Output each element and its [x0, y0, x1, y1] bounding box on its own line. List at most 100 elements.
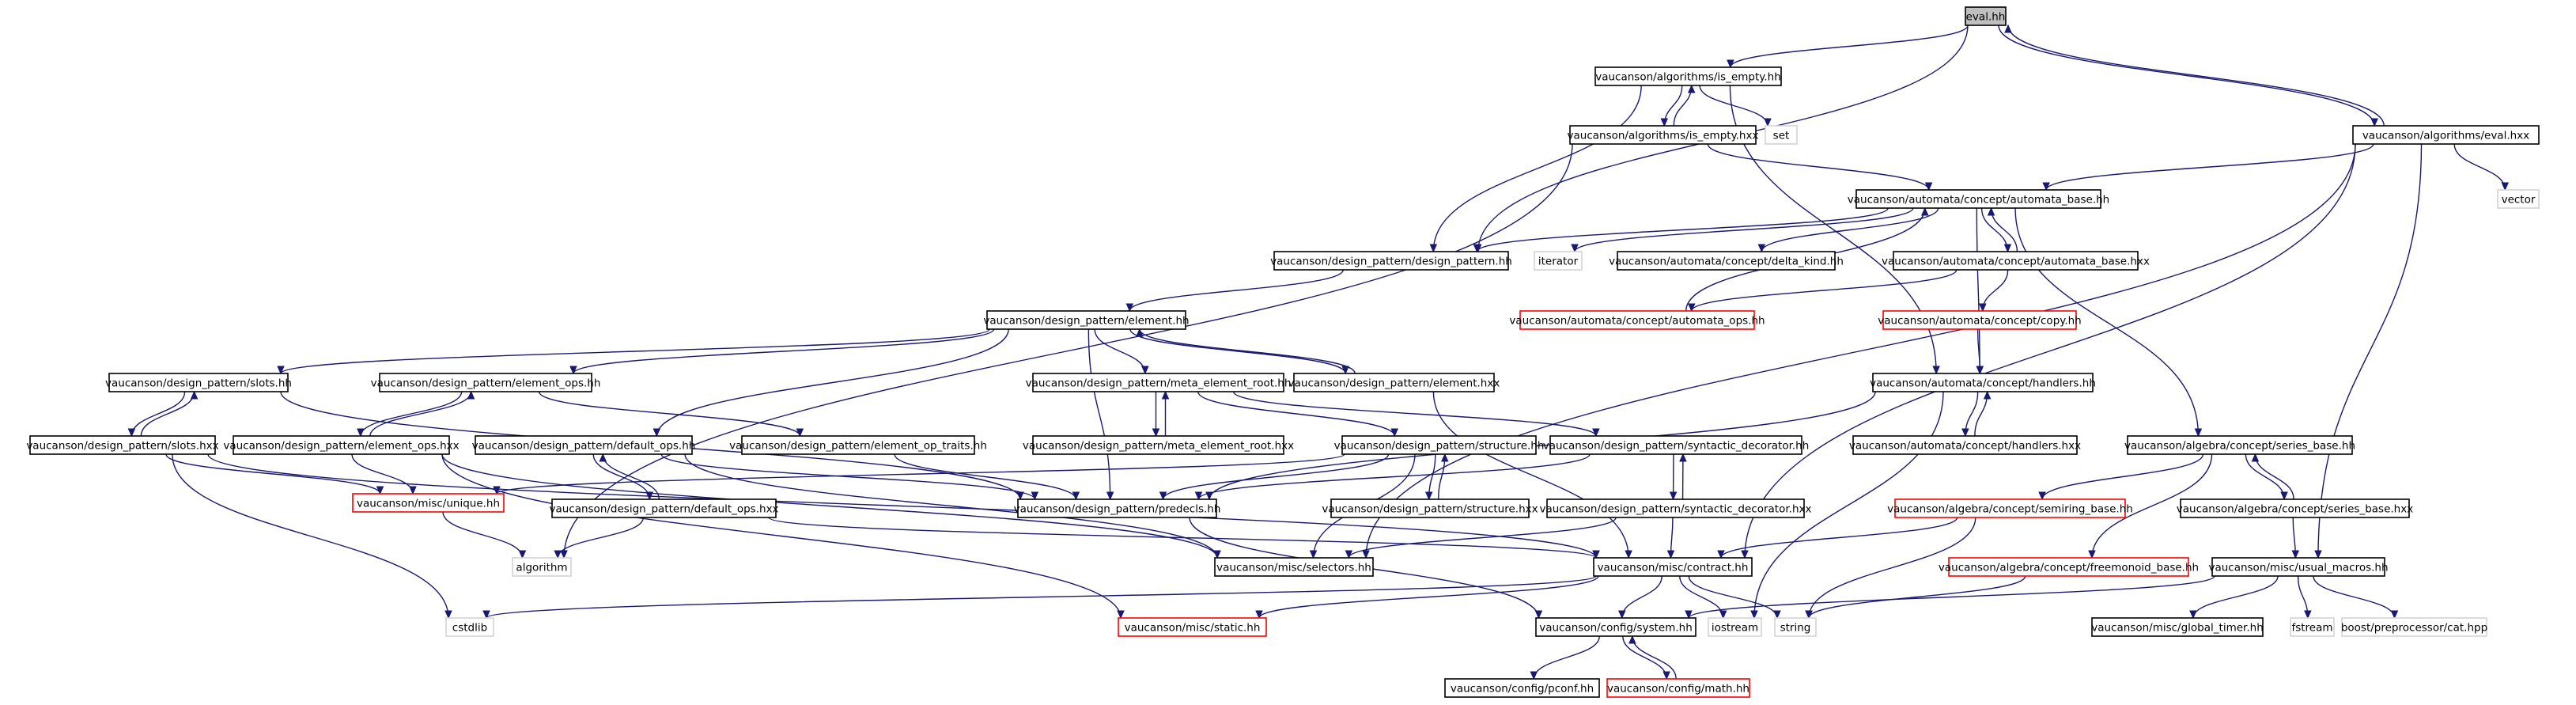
node-default-ops-hh[interactable]: vaucanson/design_pattern/default_ops.hh	[472, 435, 696, 455]
node-predecls-hh[interactable]: vaucanson/design_pattern/predecls.hh	[1014, 498, 1221, 518]
node-box	[741, 435, 975, 455]
node-box	[1519, 310, 1755, 330]
edge-arrowhead	[1016, 491, 1024, 501]
edge-arrowhead	[2251, 453, 2260, 462]
node-box	[1872, 373, 2094, 392]
node-fstream: fstream	[2290, 617, 2335, 637]
node-box	[2341, 617, 2487, 637]
edge-arrowhead	[1687, 84, 1696, 93]
node-label: vaucanson/algorithms/is_empty.hh	[1595, 71, 1781, 84]
edge-arrowhead	[1727, 59, 1734, 69]
node-slots-hh[interactable]: vaucanson/design_pattern/slots.hh	[105, 373, 292, 392]
node-unique-hh[interactable]: vaucanson/misc/unique.hh	[352, 493, 505, 513]
edge-arrowhead	[467, 390, 475, 400]
node-box	[551, 498, 777, 518]
node-structure-hh[interactable]: vaucanson/design_pattern/structure.hh	[1334, 435, 1545, 455]
node-automata-base-hxx[interactable]: vaucanson/automata/concept/automata_base…	[1882, 251, 2150, 271]
edge-semiring-base-hh-to-contract-hh	[1720, 517, 1958, 559]
node-is-empty-hxx[interactable]: vaucanson/algorithms/is_empty.hxx	[1568, 125, 1759, 145]
node-box	[2091, 617, 2264, 637]
node-handlers-hh[interactable]: vaucanson/automata/concept/handlers.hh	[1870, 373, 2096, 392]
edge-arrowhead	[796, 428, 804, 438]
edge-arrowhead	[1441, 453, 1449, 462]
edge-arrowhead	[2088, 550, 2096, 559]
edge-element-hh-to-slots-hh	[280, 328, 990, 374]
edge-arrowhead	[1741, 550, 1749, 559]
edge-element-ops-hxx-to-selectors-hh	[441, 453, 1218, 559]
edge-syntactic-decorator-hh-to-predecls-hh	[1197, 453, 1591, 500]
edge-arrowhead	[2042, 182, 2050, 191]
node-automata-ops-hh[interactable]: vaucanson/automata/concept/automata_ops.…	[1509, 310, 1765, 330]
node-math-hh[interactable]: vaucanson/config/math.hh	[1606, 678, 1750, 698]
edge-arrowhead	[1688, 303, 1696, 313]
node-copy-hh[interactable]: vaucanson/automata/concept/copy.hh	[1878, 310, 2082, 330]
node-is-empty-hh[interactable]: vaucanson/algorithms/is_empty.hh	[1594, 66, 1782, 86]
node-syntactic-decorator-hh[interactable]: vaucanson/design_pattern/syntactic_decor…	[1543, 435, 1810, 455]
node-box	[2290, 617, 2335, 637]
edge-arrowhead	[444, 610, 452, 620]
node-contract-hh[interactable]: vaucanson/misc/contract.hh	[1593, 557, 1753, 577]
node-global-timer-hh[interactable]: vaucanson/misc/global_timer.hh	[2091, 617, 2264, 637]
node-freemonoid-base-hh[interactable]: vaucanson/algebra/concept/freemonoid_bas…	[1939, 557, 2199, 577]
edge-element-hxx-to-contract-hh	[1432, 391, 1629, 559]
node-delta-kind-hh[interactable]: vaucanson/automata/concept/delta_kind.hh	[1609, 251, 1844, 271]
node-element-op-traits-hh[interactable]: vaucanson/design_pattern/element_op_trai…	[729, 435, 987, 455]
node-box	[1569, 125, 1757, 145]
node-static-hh[interactable]: vaucanson/misc/static.hh	[1118, 617, 1267, 637]
node-selectors-hh[interactable]: vaucanson/misc/selectors.hh	[1214, 557, 1374, 577]
node-element-hh[interactable]: vaucanson/design_pattern/element.hh	[983, 310, 1190, 330]
node-slots-hxx[interactable]: vaucanson/design_pattern/slots.hxx	[26, 435, 219, 455]
node-label: vaucanson/misc/contract.hh	[1598, 562, 1749, 574]
node-handlers-hxx[interactable]: vaucanson/automata/concept/handlers.hxx	[1849, 435, 2081, 455]
node-box	[108, 373, 289, 392]
edge-design-pattern-hh-to-element-hh	[1129, 269, 1344, 312]
node-meta-element-root-hh[interactable]: vaucanson/design_pattern/meta_element_ro…	[1026, 373, 1292, 392]
edge-is-empty-hxx-to-automata-base-hh	[1707, 143, 1930, 191]
node-usual-macros-hh[interactable]: vaucanson/misc/usual_macros.hh	[2208, 557, 2389, 577]
node-label: boost/preprocessor/cat.hpp	[2341, 622, 2487, 635]
edge-arrowhead	[1628, 635, 1636, 644]
edge-arrowhead	[1685, 610, 1693, 620]
node-box	[1708, 617, 1762, 637]
node-meta-element-root-hxx[interactable]: vaucanson/design_pattern/meta_element_ro…	[1023, 435, 1294, 455]
node-eval-hh[interactable]: eval.hh	[1965, 6, 2007, 26]
node-label: vaucanson/config/system.hh	[1539, 622, 1693, 635]
edge-arrowhead	[1679, 453, 1687, 462]
node-element-ops-hxx[interactable]: vaucanson/design_pattern/element_ops.hxx	[223, 435, 460, 455]
edge-system-hh-to-pconf-hh	[1533, 635, 1600, 680]
edge-arrowhead	[1979, 303, 1987, 313]
edge-arrowhead	[1921, 207, 1929, 216]
edge-syntactic-decorator-hxx-to-selectors-hh	[1348, 517, 1617, 559]
node-label: vaucanson/design_pattern/slots.hh	[105, 377, 292, 390]
edge-arrowhead	[1764, 118, 1772, 127]
node-default-ops-hxx[interactable]: vaucanson/design_pattern/default_ops.hxx	[549, 498, 779, 518]
edge-arrowhead	[1255, 610, 1263, 620]
node-box	[1894, 498, 2126, 518]
node-structure-hxx[interactable]: vaucanson/design_pattern/structure.hxx	[1322, 498, 1538, 518]
node-label: string	[1780, 622, 1811, 635]
node-label: vaucanson/automata/concept/copy.hh	[1878, 315, 2081, 328]
edge-arrowhead	[2501, 182, 2510, 191]
node-box	[1593, 557, 1753, 577]
node-box	[1882, 310, 2077, 330]
edge-arrowhead	[1424, 491, 1433, 501]
edge-eval-hxx-to-eval-hh	[2007, 25, 2385, 127]
node-series-base-hh[interactable]: vaucanson/algebra/concept/series_base.hh	[2124, 435, 2355, 455]
node-pconf-hh[interactable]: vaucanson/config/pconf.hh	[1444, 678, 1600, 698]
node-automata-base-hh[interactable]: vaucanson/automata/concept/automata_base…	[1848, 189, 2109, 209]
node-element-ops-hh[interactable]: vaucanson/design_pattern/element_ops.hh	[371, 373, 601, 392]
node-design-pattern-hh[interactable]: vaucanson/design_pattern/design_pattern.…	[1270, 251, 1512, 271]
node-element-hxx[interactable]: vaucanson/design_pattern/element.hxx	[1288, 373, 1500, 392]
node-system-hh[interactable]: vaucanson/config/system.hh	[1535, 617, 1697, 637]
node-series-base-hxx[interactable]: vaucanson/algebra/concept/series_base.hx…	[2177, 498, 2413, 518]
edge-arrowhead	[1757, 244, 1766, 253]
node-semiring-base-hh[interactable]: vaucanson/algebra/concept/semiring_base.…	[1887, 498, 2133, 518]
edge-eval-hxx-to-vector	[2453, 143, 2506, 191]
edge-arrowhead	[1213, 550, 1221, 559]
node-box	[2180, 498, 2410, 518]
edge-arrowhead	[2291, 550, 2300, 559]
node-eval-hxx[interactable]: vaucanson/algorithms/eval.hxx	[2352, 125, 2540, 145]
node-box	[1606, 678, 1750, 698]
edge-eval-hh-to-eval-hxx	[1998, 25, 2375, 127]
node-syntactic-decorator-hxx[interactable]: vaucanson/design_pattern/syntactic_decor…	[1539, 498, 1812, 518]
